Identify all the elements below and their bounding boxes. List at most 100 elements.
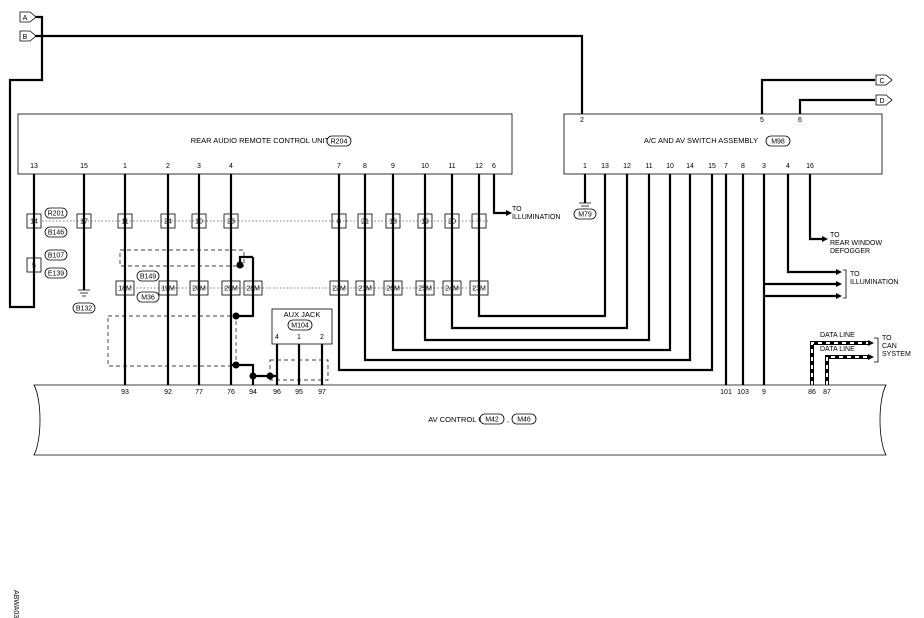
wire-pin8-14 xyxy=(363,173,692,362)
data-line1-inner xyxy=(811,342,870,385)
to-rear-window-defogger-label: DEFOGGER xyxy=(830,248,870,255)
av-control-separator: , xyxy=(507,417,509,424)
flag-B: B xyxy=(19,30,37,42)
pin-number: 96 xyxy=(273,389,281,396)
pin-number: 8 xyxy=(363,163,367,170)
wire-28M xyxy=(236,257,255,318)
connector-label-badge xyxy=(44,226,68,238)
to-rear-window-defogger-label: REAR WINDOW xyxy=(830,240,883,247)
rear-audio-connector: R204 xyxy=(331,139,348,146)
connector-number: 10 xyxy=(195,219,203,226)
arrow-can-icon xyxy=(868,340,874,360)
data-line-label: DATA LINE xyxy=(820,332,855,339)
ac-av-connector-badge xyxy=(765,135,791,147)
connector-label-badge xyxy=(44,249,68,261)
to-can-system-label: SYSTEM xyxy=(882,351,911,358)
junction-dot xyxy=(249,372,257,380)
pin-number: 87 xyxy=(823,389,831,396)
wire-illum1 xyxy=(492,173,506,215)
wire-96 xyxy=(253,374,279,385)
rear-audio-unit-label: REAR AUDIO REMOTE CONTROL UNIT xyxy=(191,136,330,145)
pin-number: 3 xyxy=(762,163,766,170)
flag-D: D xyxy=(875,94,893,106)
pin-number: 95 xyxy=(295,389,303,396)
junction-dots xyxy=(232,261,274,380)
connector-number: 24 xyxy=(164,219,172,226)
connector-label: M79 xyxy=(578,212,592,219)
connector-number: 19M xyxy=(161,286,175,293)
connector-number: 8 xyxy=(337,219,341,226)
flag-A: A xyxy=(19,11,37,23)
svg-text:D: D xyxy=(879,98,884,105)
pin-number: 103 xyxy=(737,389,749,396)
pin-number: 6 xyxy=(798,117,802,124)
junction-dot xyxy=(266,372,274,380)
connector-number: 17 xyxy=(80,219,88,226)
pin-number: 9 xyxy=(762,389,766,396)
pin-number: 6 xyxy=(492,163,496,170)
wire-pin10-11 xyxy=(423,173,651,342)
connector-label: B107 xyxy=(48,253,64,260)
data-line-label: DATA LINE xyxy=(820,346,855,353)
connector-number: 18M xyxy=(118,286,132,293)
arrow-illumination2-icon xyxy=(836,269,842,299)
pin-number: 13 xyxy=(601,163,609,170)
junction-dot xyxy=(232,312,240,320)
rear-audio-connector-badge xyxy=(326,135,352,147)
connector-number: 26M xyxy=(386,286,400,293)
pin-number: 10 xyxy=(421,163,429,170)
pin-number: 2 xyxy=(166,163,170,170)
pin-number: 15 xyxy=(80,163,88,170)
pin-number: 94 xyxy=(249,389,257,396)
shield-outline-bottom xyxy=(107,315,237,367)
pin-number: 4 xyxy=(229,163,233,170)
pin-number: 12 xyxy=(623,163,631,170)
flag-C: C xyxy=(875,74,893,86)
pin-number: 9 xyxy=(391,163,395,170)
diagram-code: ABWA0387GB xyxy=(12,590,19,618)
wire-C xyxy=(760,78,875,114)
connector-boxes xyxy=(26,213,489,296)
pin-number: 4 xyxy=(786,163,790,170)
aux-jack-connector-badge xyxy=(287,319,313,331)
to-rear-window-defogger-label: TO xyxy=(830,232,840,239)
connector-number: 23 xyxy=(227,219,235,226)
pin-number: 10 xyxy=(666,163,674,170)
pin-number: 8 xyxy=(741,163,745,170)
connector-number: 25M xyxy=(418,286,432,293)
wire-B xyxy=(34,34,584,114)
av-control-connector1-badge xyxy=(479,413,505,425)
pin-number: 16 xyxy=(806,163,814,170)
pin-number: 3 xyxy=(197,163,201,170)
connector-number: 18 xyxy=(389,219,397,226)
av-control-connector2: M46 xyxy=(517,417,531,424)
connector-number: 28M xyxy=(246,286,260,293)
pin-number: 1 xyxy=(123,163,127,170)
pin-number: 14 xyxy=(686,163,694,170)
pin-number: 2 xyxy=(320,334,324,341)
connector-number: 14 xyxy=(30,219,38,226)
pin-number: 97 xyxy=(318,389,326,396)
connector-number: 22M xyxy=(332,286,346,293)
wire-A xyxy=(8,15,44,309)
to-illumination-label: ILLUMINATION xyxy=(850,279,899,286)
wire-defogger xyxy=(808,173,822,241)
to-illumination-label: ILLUMINATION xyxy=(512,214,561,221)
connector-label-badge xyxy=(136,270,160,282)
wire-D xyxy=(798,98,875,114)
svg-text:C: C xyxy=(879,78,884,85)
pin-number: 86 xyxy=(808,389,816,396)
connector-label: M36 xyxy=(141,295,155,302)
connector-label: R201 xyxy=(48,211,65,218)
connector-number: 11 xyxy=(121,219,128,226)
svg-text:A: A xyxy=(23,15,28,22)
ac-av-switch-label: A/C AND AV SWITCH ASSEMBLY xyxy=(644,136,758,145)
wire-pin11-12 xyxy=(450,173,629,330)
pin-number: 15 xyxy=(708,163,716,170)
pin-number: 101 xyxy=(720,389,732,396)
to-illumination-label: TO xyxy=(850,271,860,278)
junction-dot xyxy=(236,261,244,269)
pin-number: 11 xyxy=(448,163,455,170)
arrow-defogger-icon xyxy=(822,236,828,242)
